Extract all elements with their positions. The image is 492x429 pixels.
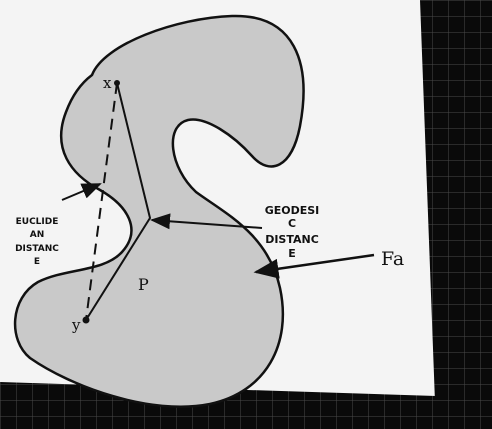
euclidean-label-line-1: EUCLIDE: [16, 217, 59, 227]
euclidean-label-line-2: AN: [30, 230, 45, 240]
geodesic-distance-path: [85, 82, 152, 321]
point-x-label: x: [103, 74, 112, 92]
geodesic-label-line-4: E: [288, 247, 296, 260]
point-p-label: P: [138, 275, 149, 294]
region-label-fa: Fa: [381, 248, 404, 270]
point-x-marker: [114, 80, 120, 86]
euclidean-label-line-3: DISTANC: [15, 244, 59, 254]
point-y-label: y: [71, 316, 81, 334]
s-shaped-region: [15, 15, 304, 407]
region-outline: [13, 14, 305, 408]
arrow-icon: [150, 213, 263, 230]
euclidean-distance-label: EUCLIDE AN DISTANC E: [15, 217, 59, 267]
euclidean-label-line-4: E: [34, 257, 40, 267]
point-y-marker: [82, 316, 90, 324]
euclidean-distance-line: [85, 82, 118, 321]
geodesic-label-line-3: DISTANC: [265, 233, 319, 246]
arrow-icon: [253, 253, 375, 279]
arrow-icon: [61, 183, 102, 201]
geodesic-label-line-2: C: [288, 217, 296, 230]
geodesic-label-line-1: GEODESI: [265, 204, 320, 217]
geodesic-distance-label: GEODESI C DISTANC E: [265, 204, 320, 260]
